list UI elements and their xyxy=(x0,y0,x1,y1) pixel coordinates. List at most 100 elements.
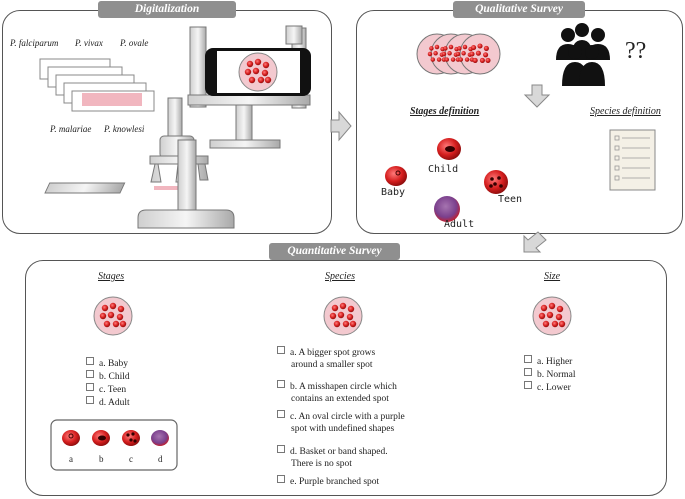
rbc-dot xyxy=(472,57,478,63)
stage-label-adult: Adult xyxy=(444,219,475,230)
checkbox[interactable] xyxy=(524,381,532,389)
arrow-diag-icon xyxy=(523,231,547,253)
rbc-dot xyxy=(436,57,442,62)
species-definition-heading: Species definition xyxy=(590,106,661,117)
qualitative-panel xyxy=(356,10,683,234)
size-option[interactable]: a. Higher xyxy=(524,355,572,368)
rbc-dot xyxy=(331,304,339,312)
rbc-dot xyxy=(462,44,468,50)
checkbox[interactable] xyxy=(86,370,94,378)
legend-label: a xyxy=(69,454,73,464)
rbc-dot xyxy=(99,312,107,320)
legend-label: c xyxy=(129,454,133,464)
stage-label-teen: Teen xyxy=(498,194,523,205)
stage-option[interactable]: a. Baby xyxy=(86,357,128,370)
checkbox[interactable] xyxy=(277,380,285,388)
checkbox[interactable] xyxy=(86,396,94,404)
people-group-icon xyxy=(556,23,610,86)
label-malariae: P. malariae xyxy=(50,124,92,134)
rbc-dot xyxy=(117,305,125,313)
digitalization-tag: Digitalization xyxy=(98,1,236,18)
rbc-dot xyxy=(551,320,559,328)
rbc-dot xyxy=(441,51,447,57)
size-option[interactable]: c. Lower xyxy=(524,381,571,394)
digitalization-panel xyxy=(2,10,332,234)
rbc-dot xyxy=(447,51,452,56)
rbc-dot xyxy=(555,313,563,321)
rbc-dot xyxy=(254,58,262,66)
rbc-dot xyxy=(546,311,554,319)
size-heading: Size xyxy=(544,271,561,282)
checkbox[interactable] xyxy=(524,355,532,363)
stage-option[interactable]: c. Teen xyxy=(86,383,126,396)
rbc-dot xyxy=(112,320,120,328)
document-icon xyxy=(609,129,656,191)
rbc-dot xyxy=(337,311,345,319)
checkbox[interactable] xyxy=(277,475,285,483)
rbc-dot xyxy=(540,304,548,312)
species-option[interactable]: d. Basket or band shaped.There is no spo… xyxy=(277,445,388,470)
size-option[interactable]: b. Normal xyxy=(524,368,576,381)
rbc-dot xyxy=(457,46,462,51)
stages-definition-heading: Stages definition xyxy=(410,106,480,117)
checkbox[interactable] xyxy=(277,445,285,453)
legend-cells xyxy=(62,430,169,446)
rbc-dot xyxy=(101,304,109,312)
rbc-dot xyxy=(339,302,347,310)
qualitative-tag: Qualitative Survey xyxy=(453,1,585,18)
rbc-dot xyxy=(444,57,450,62)
rbc-dot xyxy=(443,46,448,51)
arrow-right-icon xyxy=(330,110,352,142)
rbc-dot xyxy=(261,69,269,77)
rbc-dot xyxy=(458,57,464,62)
checkbox[interactable] xyxy=(524,368,532,376)
species-option[interactable]: e. Purple branched spot xyxy=(277,475,379,488)
rbc-dot xyxy=(116,313,124,321)
rbc-dot xyxy=(479,57,485,63)
stage-label-baby: Baby xyxy=(381,187,406,198)
rbc-dot xyxy=(433,51,438,56)
rbc-dot xyxy=(103,320,111,328)
rbc-dot xyxy=(262,61,270,69)
rbc-dot xyxy=(119,320,127,328)
rbc-dot xyxy=(333,320,341,328)
legend-label: d xyxy=(158,454,163,464)
rbc-dot xyxy=(346,313,354,321)
rbc-dot xyxy=(427,51,433,57)
rbc-dot xyxy=(329,312,337,320)
rbc-dot xyxy=(558,320,566,328)
rbc-dot xyxy=(434,44,440,50)
stage-option[interactable]: b. Child xyxy=(86,370,130,383)
stage-label-child: Child xyxy=(428,164,459,175)
rbc-dot xyxy=(248,76,256,84)
label-ovale: P. ovale xyxy=(120,38,149,48)
checkbox[interactable] xyxy=(277,346,285,354)
rbc-dot xyxy=(347,305,355,313)
rbc-dot xyxy=(349,320,357,328)
quantitative-tag: Quantitative Survey xyxy=(269,243,400,260)
rbc-dot xyxy=(477,43,483,49)
rbc-dot xyxy=(538,312,546,320)
stage-legend-box xyxy=(50,419,178,471)
slide-stack xyxy=(39,58,155,112)
rbc-dot xyxy=(471,45,477,51)
checkbox[interactable] xyxy=(86,383,94,391)
checkbox[interactable] xyxy=(86,357,94,365)
rbc-dot xyxy=(461,51,466,56)
rbc-dot xyxy=(430,57,436,62)
label-knowlesi: P. knowlesi xyxy=(104,124,145,134)
stage-option[interactable]: d. Adult xyxy=(86,396,130,409)
rbc-dot xyxy=(264,76,272,84)
checkbox[interactable] xyxy=(277,410,285,418)
rbc-dot xyxy=(548,302,556,310)
rbc-dot xyxy=(475,50,481,56)
rbc-dot xyxy=(429,46,434,51)
rbc-dot xyxy=(485,57,491,63)
label-vivax: P. vivax xyxy=(75,38,103,48)
rbc-dot xyxy=(109,302,117,310)
rbc-dot xyxy=(450,57,456,62)
